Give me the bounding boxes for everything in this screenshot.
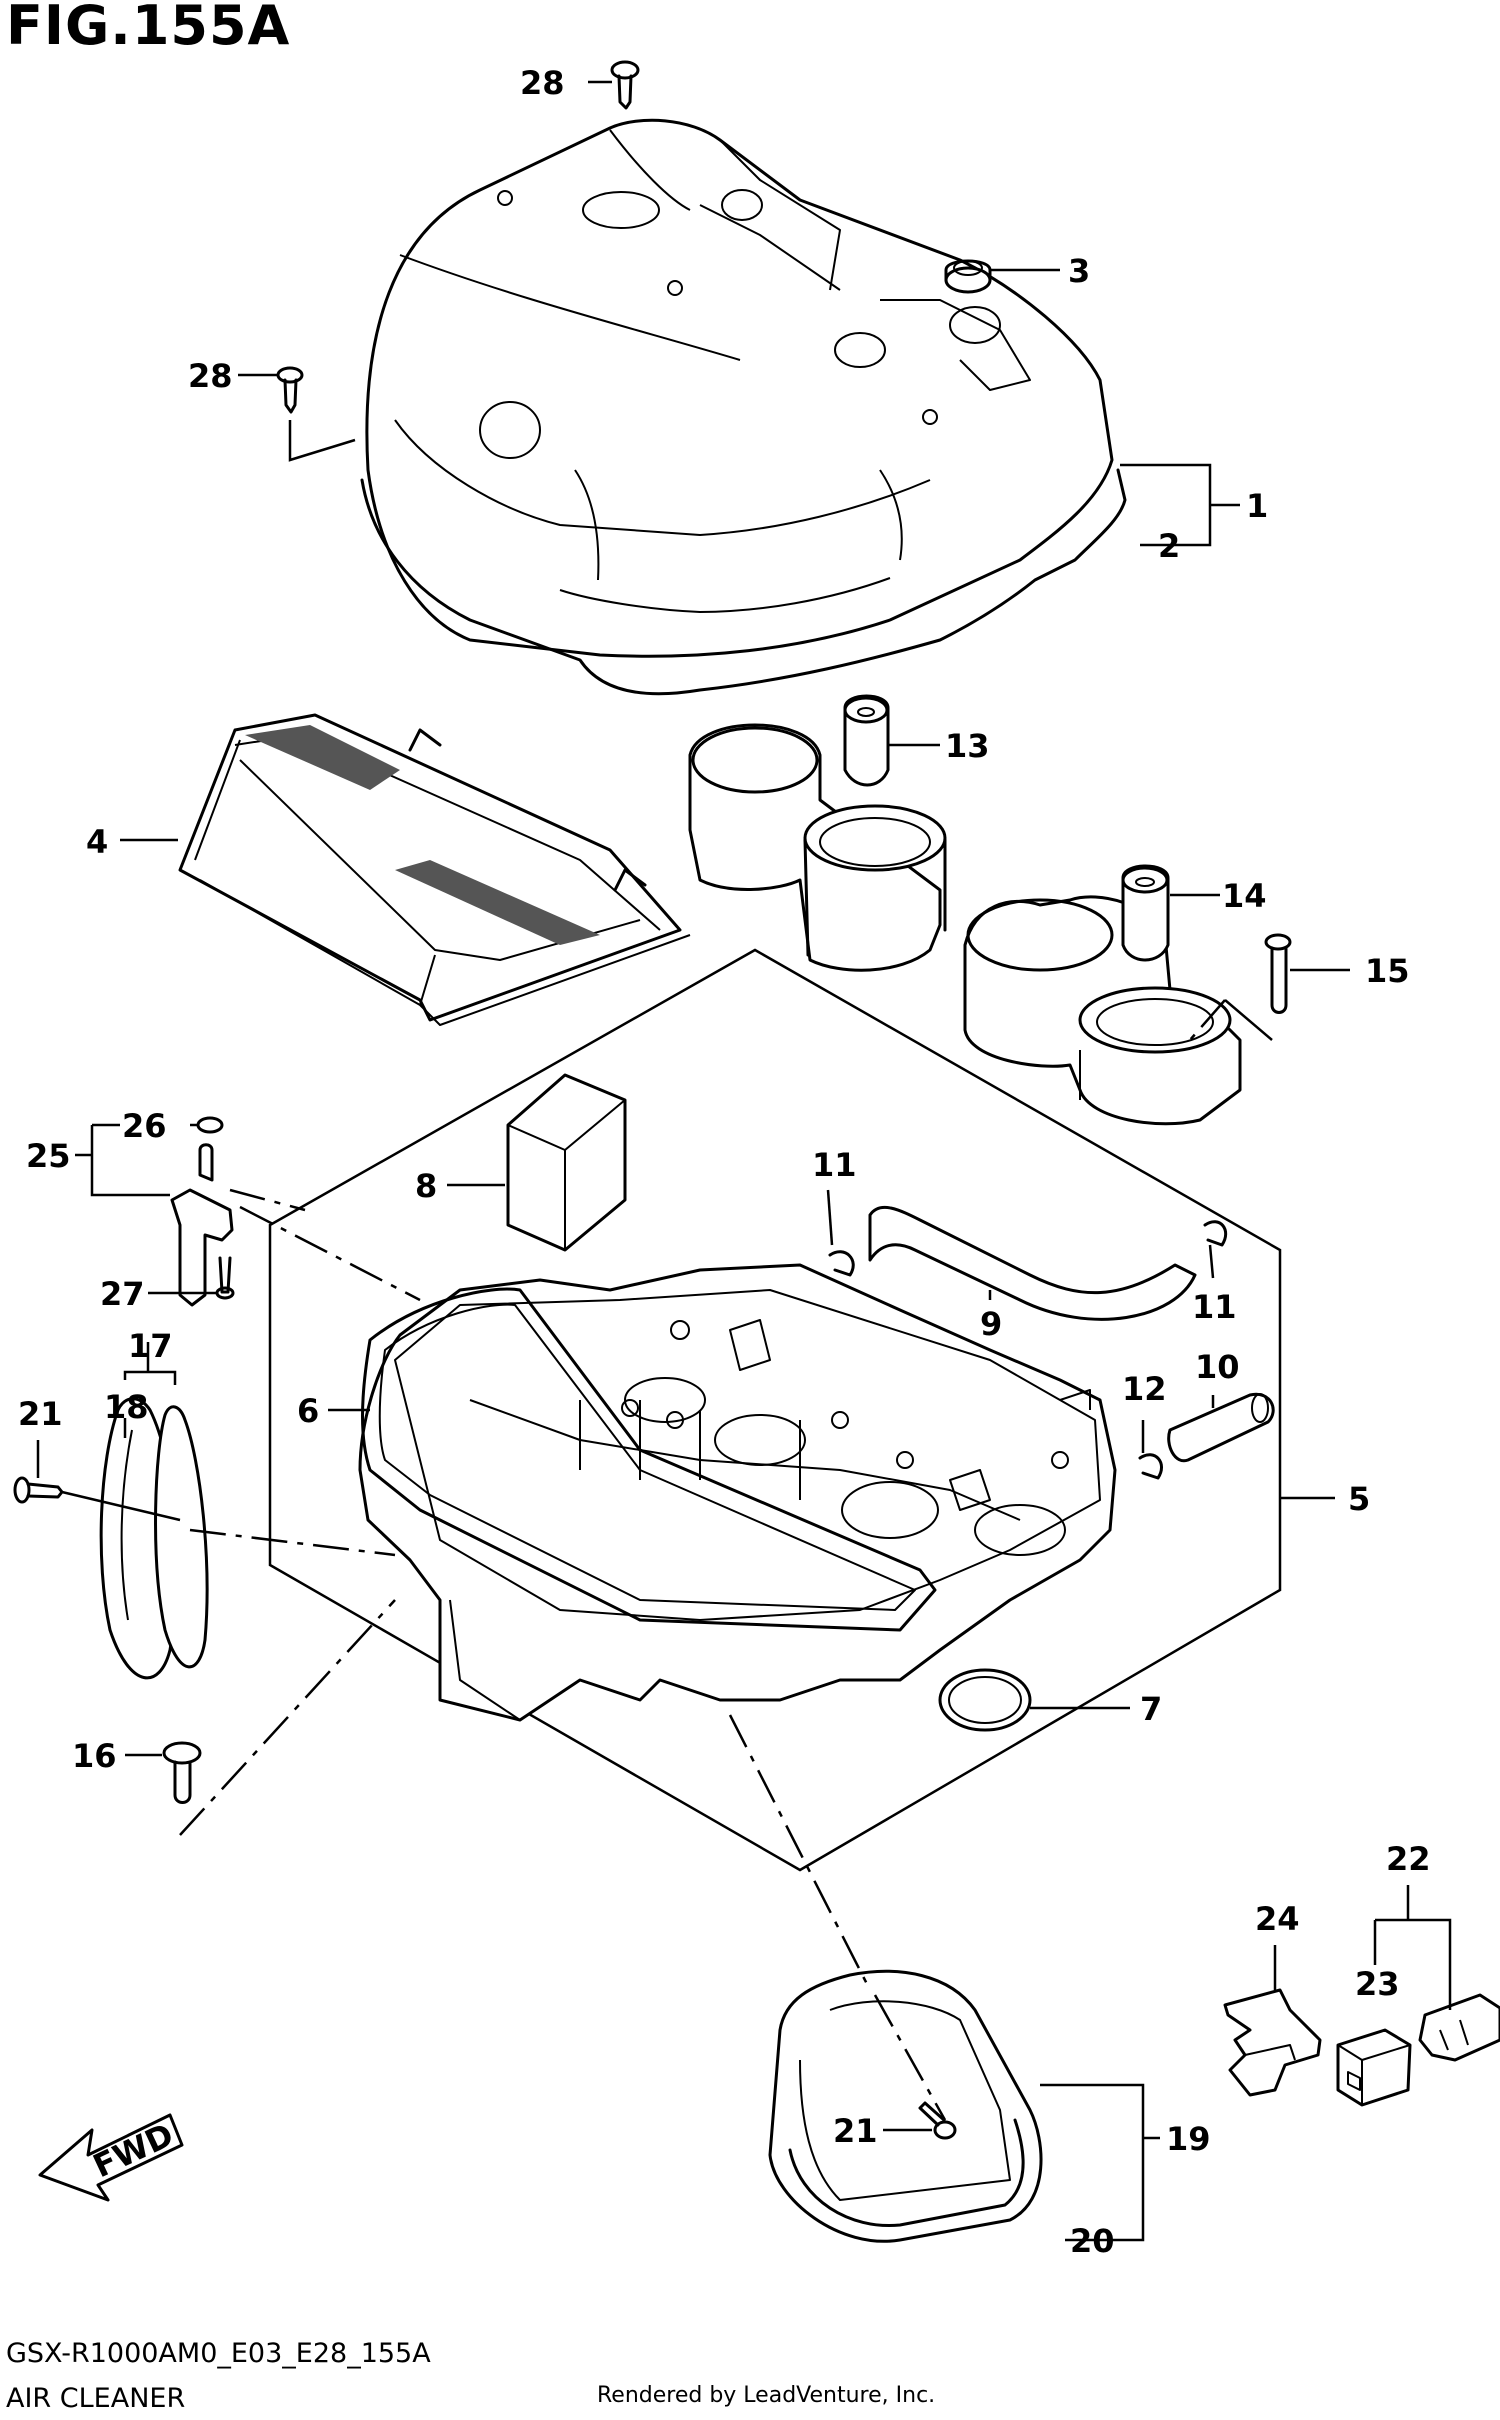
fwd-direction-arrow: FWD bbox=[38, 2113, 184, 2202]
callout-11-left: 11 bbox=[812, 1146, 857, 1184]
callout-12: 12 bbox=[1122, 1370, 1167, 1408]
part-7-o-ring-inner bbox=[948, 1676, 1022, 1724]
callout-23: 23 bbox=[1355, 1965, 1400, 2003]
part-6-case-seal-inner bbox=[378, 1303, 916, 1611]
part-22-coupler bbox=[1418, 1993, 1500, 2062]
callout-27: 27 bbox=[100, 1275, 145, 1313]
part-6-case-seal bbox=[361, 1287, 937, 1632]
callout-4: 4 bbox=[86, 823, 108, 861]
callout-28-top: 28 bbox=[520, 64, 565, 102]
part-14-intake-funnel bbox=[963, 864, 1242, 1126]
part-28-screw-top bbox=[610, 60, 640, 110]
part-23-coupler bbox=[1336, 2028, 1412, 2107]
part-3-grommet bbox=[944, 259, 992, 294]
part-25-sensor bbox=[170, 1143, 234, 1307]
callout-numbers: 28 3 28 1 2 4 13 14 15 26 25 8 11 27 9 1… bbox=[18, 64, 1431, 2260]
part-17-18-bands bbox=[99, 1397, 209, 1680]
part-13-intake-funnel bbox=[688, 694, 947, 972]
assembly-dash-lines bbox=[179, 999, 1226, 2121]
part-10-pipe bbox=[1167, 1392, 1275, 1463]
callout-7: 7 bbox=[1140, 1690, 1162, 1728]
part-8-block bbox=[506, 1073, 627, 1252]
callout-9: 9 bbox=[980, 1305, 1002, 1343]
part-15-bolt bbox=[1264, 933, 1292, 1014]
callout-2: 2 bbox=[1158, 527, 1180, 565]
callout-18: 18 bbox=[104, 1388, 149, 1426]
part-21-screw-duct bbox=[918, 2101, 957, 2140]
section-title: AIR CLEANER bbox=[6, 2383, 186, 2414]
part-16-bolt bbox=[162, 1741, 202, 1804]
part-2-cap-seal bbox=[360, 468, 1127, 696]
part-21-screw-left bbox=[13, 1476, 64, 1504]
callout-3: 3 bbox=[1068, 252, 1090, 290]
callout-16: 16 bbox=[72, 1737, 117, 1775]
part-11-clamp-right bbox=[1203, 1220, 1228, 1247]
callout-25: 25 bbox=[26, 1137, 71, 1175]
callout-26: 26 bbox=[122, 1107, 167, 1145]
part-20-duct-seal bbox=[788, 2118, 1025, 2228]
part-12-clamp bbox=[1138, 1453, 1163, 1480]
callout-1: 1 bbox=[1246, 487, 1268, 525]
callout-15: 15 bbox=[1365, 952, 1410, 990]
callout-21-duct: 21 bbox=[833, 2112, 878, 2150]
callout-22: 22 bbox=[1386, 1840, 1431, 1878]
part-7-o-ring bbox=[938, 1668, 1032, 1732]
part-1-air-cleaner-cap bbox=[365, 118, 1114, 658]
part-27-screw bbox=[215, 1256, 235, 1300]
callout-19: 19 bbox=[1166, 2120, 1211, 2158]
part-26-o-ring bbox=[196, 1116, 224, 1134]
callout-5: 5 bbox=[1348, 1480, 1370, 1518]
callout-28-left: 28 bbox=[188, 357, 233, 395]
fwd-label: FWD bbox=[87, 2115, 179, 2185]
render-credit: Rendered by LeadVenture, Inc. bbox=[597, 2383, 936, 2408]
callout-6: 6 bbox=[297, 1392, 319, 1430]
part-11-clamp-left bbox=[828, 1250, 855, 1277]
part-5-case-assembly-frame bbox=[268, 948, 1282, 1872]
callout-20: 20 bbox=[1070, 2222, 1115, 2260]
leader-lines bbox=[36, 80, 1452, 2242]
model-code: GSX-R1000AM0_E03_E28_155A bbox=[6, 2338, 431, 2369]
callout-11-right: 11 bbox=[1192, 1288, 1237, 1326]
callout-14: 14 bbox=[1222, 877, 1267, 915]
part-9-hose bbox=[868, 1205, 1197, 1321]
part-28-screw-left bbox=[276, 366, 304, 414]
callout-10: 10 bbox=[1195, 1348, 1240, 1386]
callout-8: 8 bbox=[415, 1167, 437, 1205]
part-24-bracket bbox=[1223, 1988, 1322, 2097]
part-4-air-filter-element bbox=[178, 713, 691, 1026]
callout-13: 13 bbox=[945, 727, 990, 765]
callout-21-left: 21 bbox=[18, 1395, 63, 1433]
callout-24: 24 bbox=[1255, 1900, 1300, 1938]
figure-title: FIG.155A bbox=[6, 0, 291, 57]
callout-17: 17 bbox=[128, 1327, 173, 1365]
part-19-outlet-duct bbox=[768, 1969, 1043, 2243]
